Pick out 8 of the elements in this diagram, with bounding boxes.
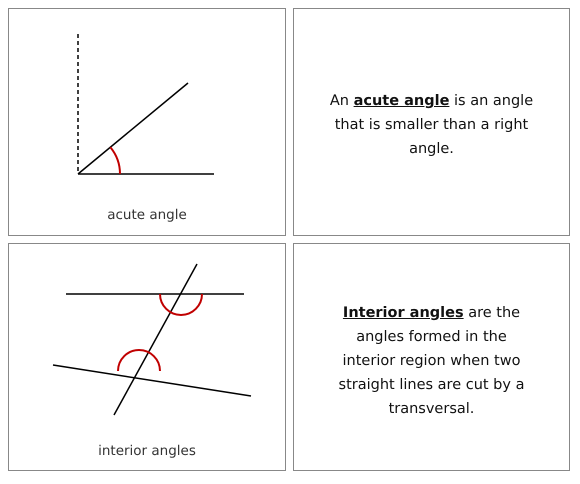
card <box>8 8 286 236</box>
card <box>8 243 286 471</box>
definition-text: Interior angles are the angles formed in the interior region when two straight lines are cut by a transversal. <box>338 304 526 419</box>
card <box>293 243 570 471</box>
figure-caption: acute angle <box>106 207 188 223</box>
card <box>293 8 570 236</box>
figure-caption: interior angles <box>97 443 197 459</box>
definition-text: An acute angle is an angle that is smaller than a right angle. <box>328 92 534 159</box>
